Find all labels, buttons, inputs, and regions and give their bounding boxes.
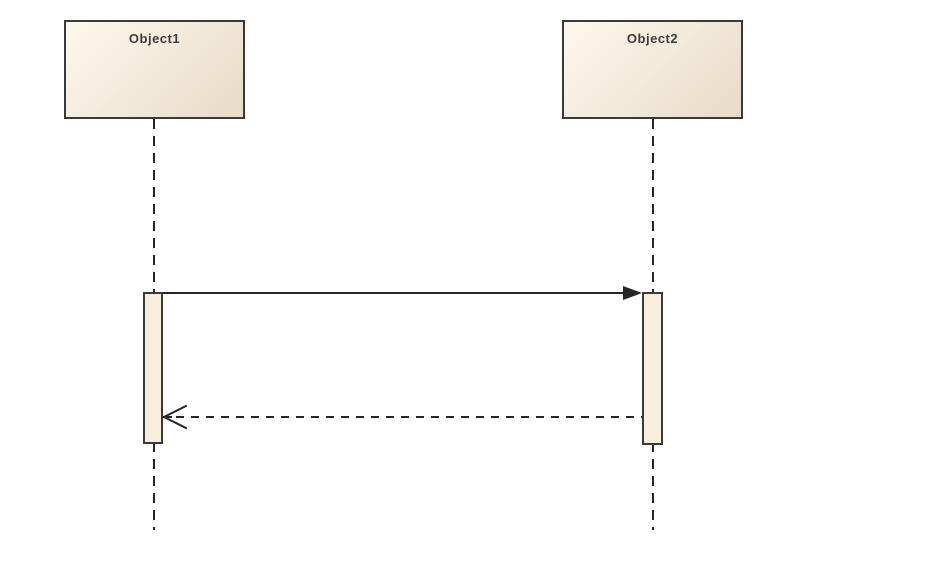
- object1-label: Object1: [128, 31, 181, 46]
- object2-label: Object2: [626, 31, 679, 46]
- filled-arrowhead-icon: [623, 286, 642, 300]
- object1-node[interactable]: Object1: [64, 20, 245, 119]
- return-message-tip: [163, 416, 172, 418]
- open-arrowhead-icon: [161, 404, 188, 430]
- return-message-line: [176, 416, 642, 418]
- object1-activation-bar[interactable]: [143, 292, 163, 444]
- call-message-line: [163, 292, 623, 294]
- object2-node[interactable]: Object2: [562, 20, 743, 119]
- object2-activation-bar[interactable]: [642, 292, 663, 445]
